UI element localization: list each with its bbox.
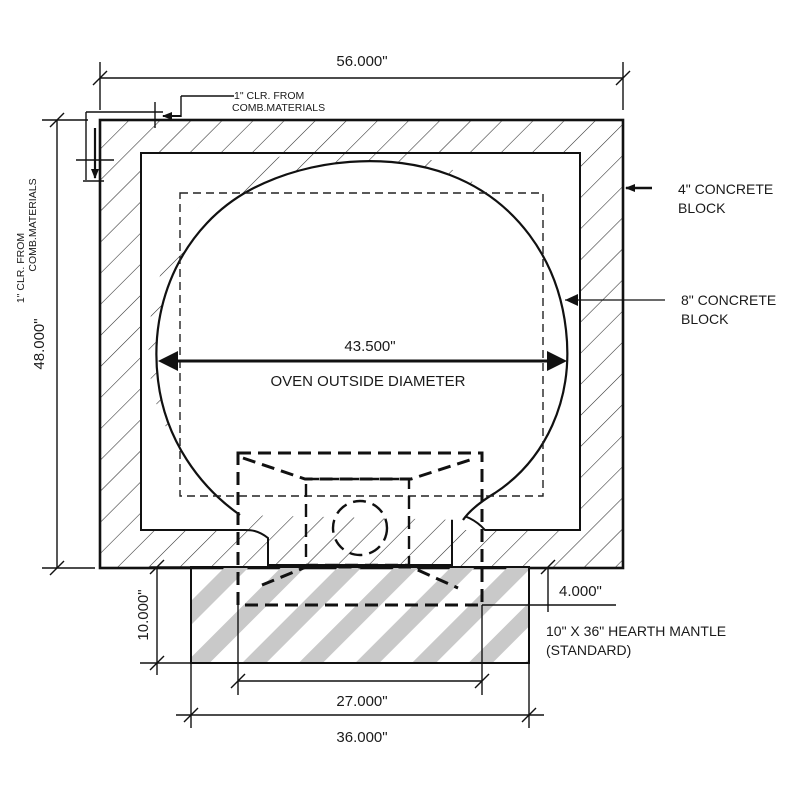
oven-diameter-value: 43.500": [344, 338, 395, 355]
oven-diameter-dimension: 43.500" OVEN OUTSIDE DIAMETER: [158, 338, 567, 390]
overall-width-value: 56.000": [336, 53, 387, 70]
offset-value: 4.000": [559, 583, 602, 600]
overall-width-dimension: [92, 62, 631, 110]
clearance-top-callout: [85, 95, 234, 180]
concrete-8in-line2: BLOCK: [681, 311, 729, 327]
clearance-side-line1: 1" CLR. FROM: [15, 233, 27, 303]
overall-depth-value: 48.000": [31, 318, 48, 369]
oven-opening-dashed: [236, 451, 484, 607]
hearth-depth-dimension: [140, 559, 191, 675]
concrete-8in-line1: 8" CONCRETE: [681, 292, 776, 308]
hearth-label-line1: 10" X 36" HEARTH MANTLE: [546, 623, 726, 639]
oven-dome-outline: [155, 160, 569, 521]
clearance-side-callout: [76, 128, 114, 182]
clearance-side-line2: COMB.MATERIALS: [27, 178, 39, 271]
oven-outside-diameter-label: OVEN OUTSIDE DIAMETER: [270, 373, 465, 390]
opening-width-dimension: [230, 605, 490, 695]
concrete-4in-line1: 4" CONCRETE: [678, 181, 773, 197]
concrete-8in-arrowhead: [565, 294, 578, 306]
opening-width-value: 27.000": [336, 693, 387, 710]
oven-floor-dashed-outline: [179, 192, 544, 497]
overall-depth-dimension: [42, 112, 95, 576]
hearth-width-dimension: [176, 663, 544, 728]
hearth-width-value: 36.000": [336, 729, 387, 746]
clearance-top-line1: 1" CLR. FROM: [234, 90, 304, 102]
concrete-4in-line2: BLOCK: [678, 200, 726, 216]
hearth-label-line2: (STANDARD): [546, 642, 631, 658]
clearance-top-line2: COMB.MATERIALS: [232, 102, 325, 114]
hearth-mantle: [190, 566, 530, 664]
hearth-depth-value: 10.000": [135, 589, 152, 640]
offset-dimension: [482, 559, 616, 612]
